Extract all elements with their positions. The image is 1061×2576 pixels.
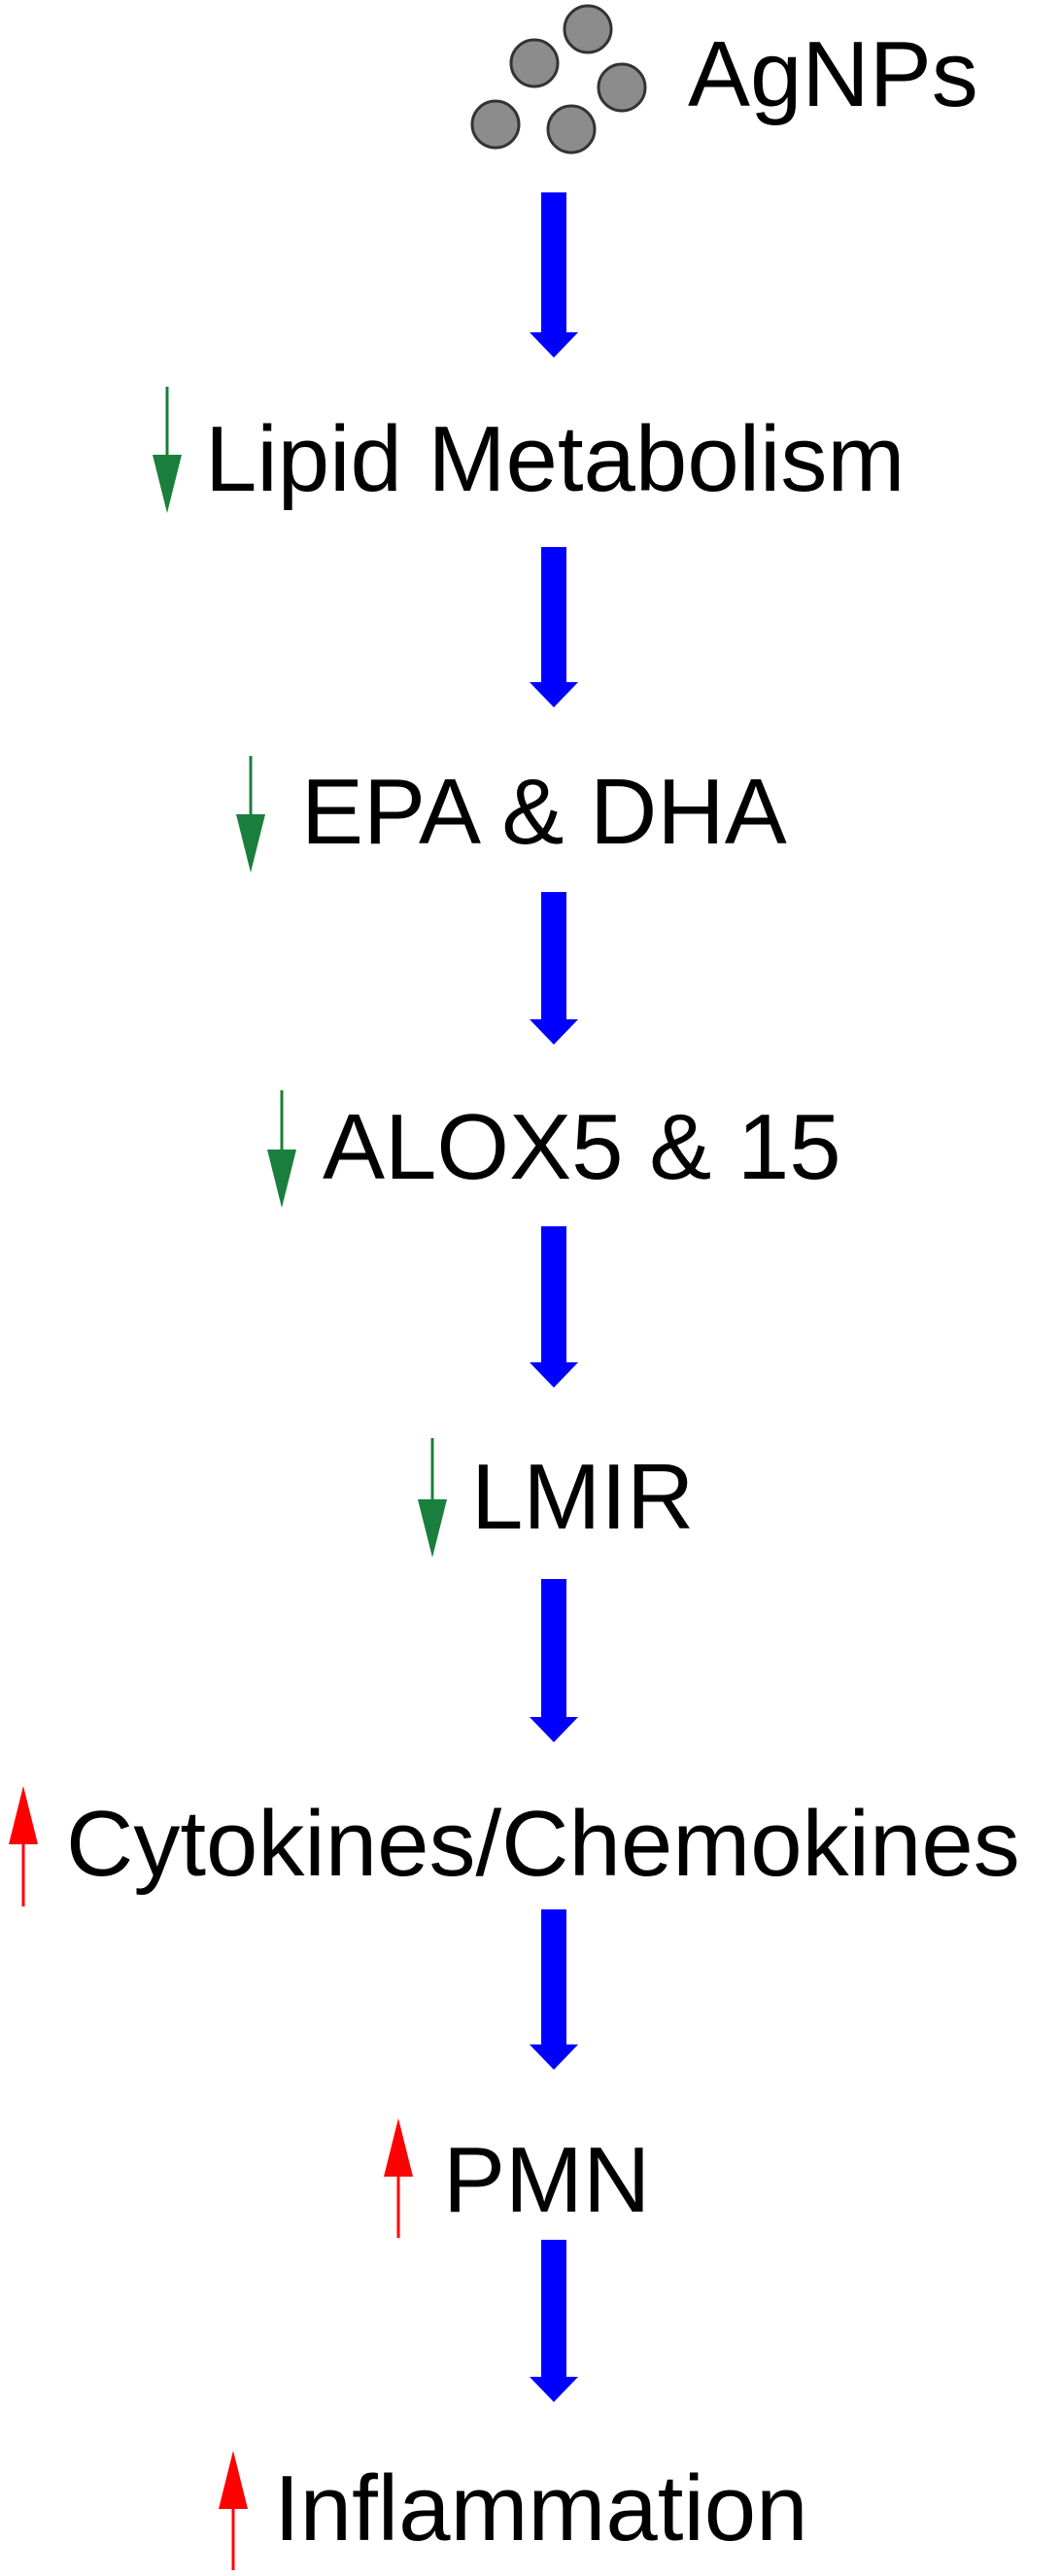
nanoparticle — [509, 38, 560, 88]
decrease-arrow-icon — [153, 387, 182, 513]
indicator-head — [384, 2118, 413, 2177]
source-label: AgNPs — [688, 22, 978, 126]
nanoparticles-icon — [470, 4, 647, 155]
flow-arrow — [530, 2240, 578, 2402]
indicator-head — [267, 1150, 296, 1208]
nanoparticle — [597, 62, 647, 113]
step-label-epa-dha: EPA & DHA — [301, 760, 787, 864]
direction-indicators — [9, 387, 447, 2570]
indicator-head — [153, 455, 182, 513]
flow-arrow — [530, 547, 578, 707]
step-label-lmir: LMIR — [471, 1445, 694, 1549]
step-label-alox: ALOX5 & 15 — [323, 1095, 841, 1199]
indicator-head — [418, 1499, 447, 1558]
indicator-head — [219, 2451, 248, 2509]
step-label-lipid-metabolism: Lipid Metabolism — [205, 407, 905, 511]
increase-arrow-icon — [219, 2451, 248, 2570]
decrease-arrow-icon — [418, 1438, 447, 1558]
nanoparticle — [563, 4, 613, 54]
flow-arrows — [530, 192, 578, 2402]
increase-arrow-icon — [9, 1786, 38, 1906]
flow-arrow — [530, 192, 578, 358]
flow-arrow — [530, 1226, 578, 1388]
nanoparticle — [546, 104, 597, 155]
step-label-pmn: PMN — [443, 2128, 650, 2232]
increase-arrow-icon — [384, 2118, 413, 2238]
indicator-head — [236, 814, 265, 873]
step-label-inflammation: Inflammation — [274, 2456, 808, 2560]
flow-arrow — [530, 1579, 578, 1742]
decrease-arrow-icon — [267, 1090, 296, 1208]
decrease-arrow-icon — [236, 756, 265, 873]
flow-arrow — [530, 892, 578, 1045]
flow-arrow — [530, 1909, 578, 2070]
step-label-cytokines: Cytokines/Chemokines — [66, 1792, 1020, 1896]
nanoparticle — [470, 99, 521, 150]
indicator-head — [9, 1786, 38, 1844]
